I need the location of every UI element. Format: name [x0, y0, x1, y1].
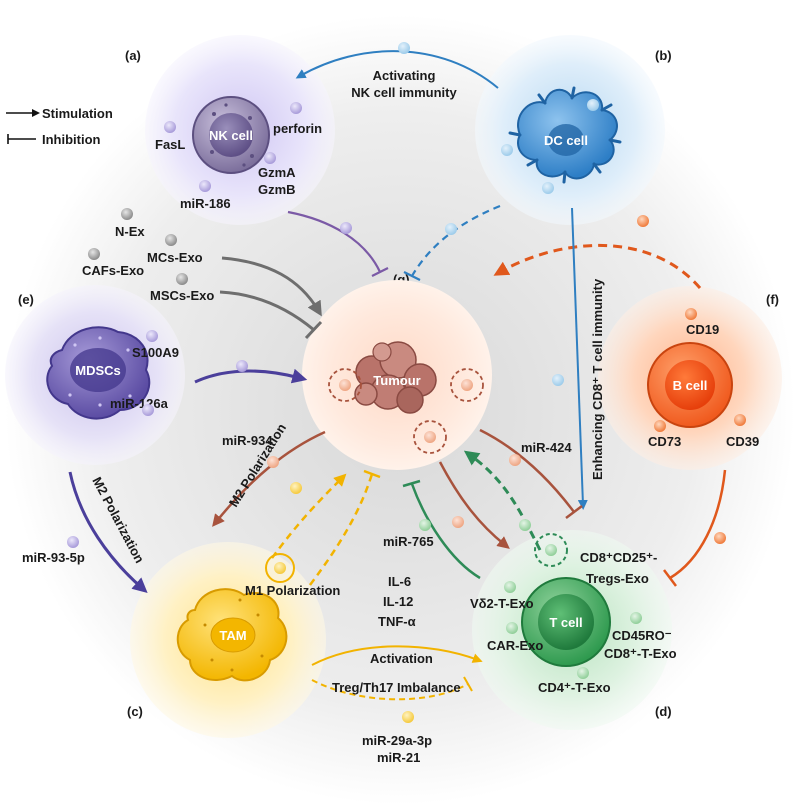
bcell-cd39: CD39 [726, 434, 759, 449]
nk-perforin: perforin [273, 121, 322, 136]
tcell-car: CAR-Exo [487, 638, 543, 653]
tumour-label: Tumour [373, 373, 420, 388]
panel-label-b: (b) [655, 48, 672, 63]
tam-activation: Activation [370, 651, 433, 666]
tam-il6: IL-6 [388, 574, 411, 589]
nk-fasl: FasL [155, 137, 185, 152]
tcell-label: T cell [549, 615, 582, 630]
tumour-uptake-circle-left [328, 368, 362, 402]
mdsc-cell: MDSCs [46, 326, 151, 420]
mdsc-to-tam-arrow [68, 471, 148, 593]
legend: Stimulation Inhibition [6, 106, 113, 147]
mdsc-cell-label: MDSCs [75, 363, 121, 378]
exosome-vesicles [67, 42, 746, 723]
tam-cell-label: TAM [219, 628, 246, 643]
exo-mcs: MCs-Exo [147, 250, 203, 265]
mdsc-mir126: miR-126a [110, 396, 169, 411]
tcell-vd2: Vδ2-T-Exo [470, 596, 534, 611]
tcell-cd8texo: CD8⁺-T-Exo [604, 646, 677, 661]
tumour-uptake-circle-right [450, 368, 484, 402]
bcell-cd73: CD73 [648, 434, 681, 449]
dc-enhancing-cd8: Enhancing CD8⁺ T cell immunity [590, 278, 605, 480]
panel-label-f: (f) [766, 292, 779, 307]
dc-cell: DC cell [508, 86, 622, 184]
tumour-mir765: miR-765 [383, 534, 434, 549]
dc-cell-label: DC cell [544, 133, 588, 148]
tcell-uptake-circle [534, 533, 568, 567]
nk-gzma: GzmA [258, 165, 296, 180]
tcell-cd45ro: CD45RO⁻ [612, 628, 672, 643]
tumour-to-tcell-arrow [438, 461, 510, 549]
mdsc-to-tumour-arrow [194, 368, 308, 384]
nk-cell-label: NK cell [209, 128, 253, 143]
tcell-cd8cd25-line2: Tregs-Exo [586, 571, 649, 586]
panel-label-e: (e) [18, 292, 34, 307]
tam-to-tumour-inhibition [308, 473, 374, 586]
dc-activating-line1: Activating [373, 68, 436, 83]
bcell-cd19: CD19 [686, 322, 719, 337]
legend-stimulation: Stimulation [42, 106, 113, 121]
tam-mir29: miR-29a-3p [362, 733, 432, 748]
tumour-to-tam-arrow [212, 430, 326, 527]
tam-treg-th17: Treg/Th17 Imbalance [332, 680, 461, 695]
tcell-to-tumour-dashed-arrow [463, 450, 542, 551]
tumour-mir934: miR-934 [222, 433, 273, 448]
tcell: T cell [521, 577, 611, 667]
tumour-mass: Tumour [354, 341, 437, 414]
nk-cell: NK cell [192, 96, 270, 174]
bcell-label: B cell [673, 378, 708, 393]
panel-label-a: (a) [125, 48, 141, 63]
tam-to-tumour-arrow [270, 473, 347, 559]
panel-label-c: (c) [127, 704, 143, 719]
bcell-to-tumour-arrow [493, 244, 702, 289]
tam-m1-polarization: M1 Polarization [245, 583, 340, 598]
nk-gzmb: GzmB [258, 182, 296, 197]
tumour-to-tcell-inhibition [479, 428, 575, 513]
panel-label-d: (d) [655, 704, 672, 719]
tam-m1-circle [265, 553, 295, 583]
dc-to-tumour-inhibition [411, 204, 501, 277]
tcell-to-tumour-inhibition [410, 483, 481, 580]
legend-inhibition: Inhibition [42, 132, 101, 147]
bcell: B cell [647, 342, 733, 428]
bcell-to-tcell-inhibition [669, 469, 727, 580]
mcs-exo-arrow [221, 256, 322, 317]
exo-nex: N-Ex [115, 224, 145, 239]
tumour-mir424: miR-424 [521, 440, 572, 455]
tam-tnfa: TNF-α [378, 614, 416, 629]
mdsc-mir93: miR-93-5p [22, 550, 85, 565]
mscs-exo-inhibition [219, 290, 315, 332]
nk-mir186: miR-186 [180, 196, 231, 211]
exo-cafs: CAFs-Exo [82, 263, 144, 278]
tam-to-tcell-imbalance [311, 679, 469, 701]
tam-cell: TAM [176, 588, 288, 682]
dc-to-tcell-arrow [571, 207, 588, 510]
dc-activating-line2: NK cell immunity [351, 85, 457, 100]
mdsc-s100a9: S100A9 [132, 345, 179, 360]
tcell-cd8cd25-line1: CD8⁺CD25⁺- [580, 550, 657, 565]
exo-mscs: MSCs-Exo [150, 288, 214, 303]
tcell-cd4: CD4⁺-T-Exo [538, 680, 611, 695]
tumour-uptake-circle-bottom [413, 420, 447, 454]
tam-il12: IL-12 [383, 594, 413, 609]
tam-mir21: miR-21 [377, 750, 420, 765]
tam-to-tcell-activation [311, 645, 483, 666]
